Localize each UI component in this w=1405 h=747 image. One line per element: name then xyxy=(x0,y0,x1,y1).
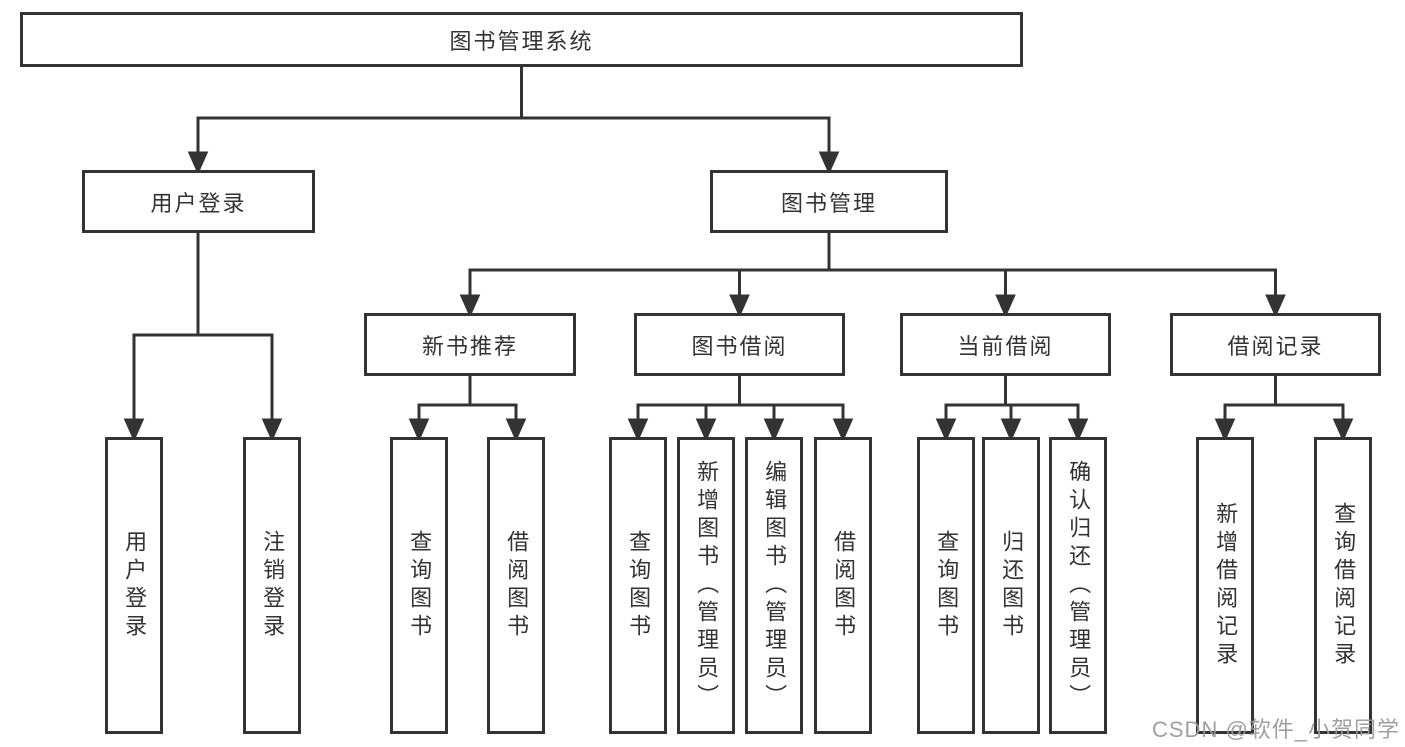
leaf-borrow-add-book-admin: 新增图书（管理员） xyxy=(677,437,735,734)
leaf-logout: 注销登录 xyxy=(243,437,301,734)
connector-user-login-to-leaves xyxy=(123,233,283,442)
leaf-current-query-book: 查询图书 xyxy=(917,437,975,734)
leaf-user-login: 用户登录 xyxy=(105,437,163,734)
leaf-borrow-add-book-admin-label: 新增图书（管理员） xyxy=(694,459,720,712)
leaf-current-query-book-label: 查询图书 xyxy=(934,529,960,642)
leaf-recommend-borrow-book-label: 借阅图书 xyxy=(504,529,530,642)
leaf-current-confirm-return-admin: 确认归还（管理员） xyxy=(1049,437,1107,734)
node-book-management-label: 图书管理 xyxy=(780,190,877,216)
leaf-borrow-borrow-book: 借阅图书 xyxy=(814,437,872,734)
node-book-borrow: 图书借阅 xyxy=(634,313,845,376)
node-new-book-recommend: 新书推荐 xyxy=(364,313,576,376)
node-book-borrow-label: 图书借阅 xyxy=(691,333,788,359)
node-book-management: 图书管理 xyxy=(710,170,948,233)
connector-borrow-records-to-leaves xyxy=(1214,376,1354,442)
leaf-current-confirm-return-admin-label: 确认归还（管理员） xyxy=(1066,459,1092,712)
connector-book-borrow-to-leaves xyxy=(627,376,854,442)
leaf-records-add-record: 新增借阅记录 xyxy=(1196,437,1254,734)
leaf-records-add-record-label: 新增借阅记录 xyxy=(1213,501,1239,670)
connector-new-book-recommend-to-leaves xyxy=(408,376,527,442)
leaf-logout-label: 注销登录 xyxy=(260,529,286,642)
node-user-login-label: 用户登录 xyxy=(150,190,247,216)
node-user-login: 用户登录 xyxy=(82,170,315,233)
leaf-borrow-edit-book-admin-label: 编辑图书（管理员） xyxy=(762,459,788,712)
leaf-borrow-borrow-book-label: 借阅图书 xyxy=(831,529,857,642)
watermark: CSDN @软件_小贺同学 xyxy=(1152,717,1401,742)
leaf-records-query-record: 查询借阅记录 xyxy=(1314,437,1372,734)
leaf-borrow-query-book-label: 查询图书 xyxy=(626,529,652,642)
connector-book-management-to-groups xyxy=(459,233,1286,318)
node-root: 图书管理系统 xyxy=(20,12,1023,67)
node-current-borrow-label: 当前借阅 xyxy=(957,333,1054,359)
leaf-recommend-query-book-label: 查询图书 xyxy=(407,529,433,642)
node-current-borrow: 当前借阅 xyxy=(900,313,1111,376)
connector-current-borrow-to-leaves xyxy=(935,376,1089,442)
leaf-current-return-book-label: 归还图书 xyxy=(999,529,1025,642)
node-root-label: 图书管理系统 xyxy=(449,28,594,54)
node-borrow-records-label: 借阅记录 xyxy=(1227,333,1324,359)
connector-root-to-branches xyxy=(187,67,840,175)
leaf-borrow-edit-book-admin: 编辑图书（管理员） xyxy=(745,437,803,734)
leaf-records-query-record-label: 查询借阅记录 xyxy=(1331,501,1357,670)
node-new-book-recommend-label: 新书推荐 xyxy=(421,333,518,359)
leaf-current-return-book: 归还图书 xyxy=(982,437,1040,734)
node-borrow-records: 借阅记录 xyxy=(1170,313,1381,376)
leaf-user-login-label: 用户登录 xyxy=(122,529,148,642)
leaf-recommend-query-book: 查询图书 xyxy=(390,437,448,734)
leaf-recommend-borrow-book: 借阅图书 xyxy=(487,437,545,734)
leaf-borrow-query-book: 查询图书 xyxy=(609,437,667,734)
